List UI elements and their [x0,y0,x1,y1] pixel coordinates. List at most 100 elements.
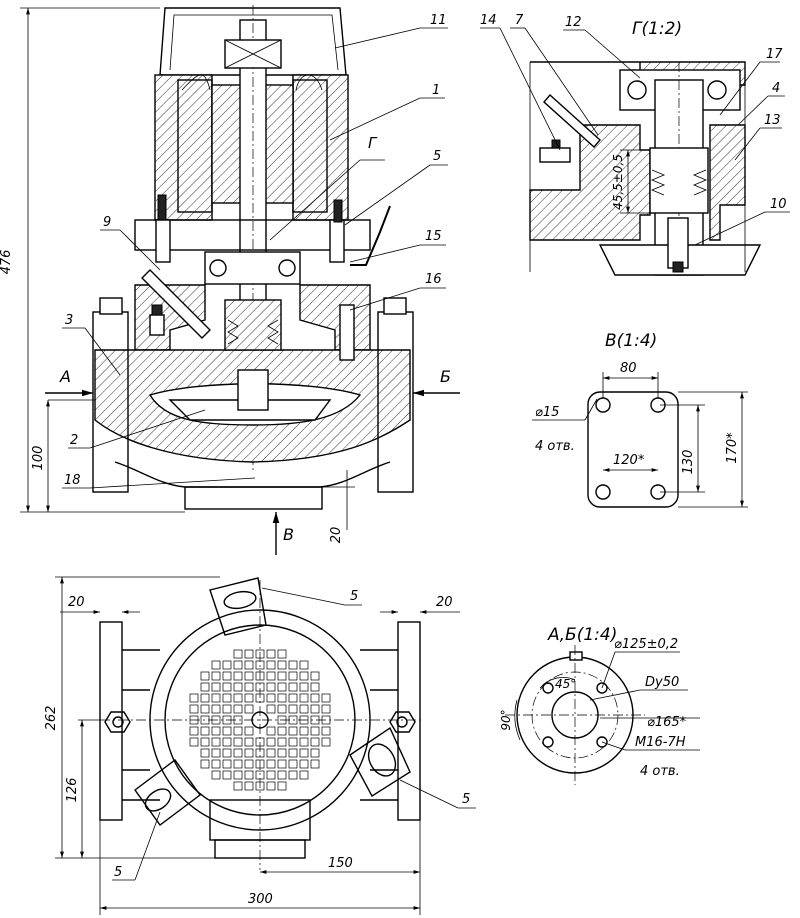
grille-cell [288,770,298,780]
grille-cell [266,682,276,692]
grille-cell [233,748,243,758]
grille-cell [266,770,276,780]
grille-cell [277,748,287,758]
grille-cell [244,693,254,703]
grille-cell [244,704,254,714]
grille-cell [321,726,331,736]
detail-v-title: В(1:4) [605,331,657,351]
callout-12: 12 [565,15,582,30]
grille-cell [288,737,298,747]
section-g-view: Г(1:2) [529,19,762,278]
grille-cell [244,781,254,791]
grille-cell [310,748,320,758]
view-marker-a-label: А [59,367,71,386]
dim-flange-dy: Dy50 [645,675,679,690]
dim-flange-165: ⌀165* [647,715,687,730]
dim-flange-45: 45° [555,677,576,691]
grille-cell [233,649,243,659]
grille-cell [222,737,232,747]
grille-cell [233,693,243,703]
grille-cell [233,770,243,780]
grille-cell [310,693,320,703]
grille-cell [310,737,320,747]
top-view [99,577,421,870]
grille-cell [277,693,287,703]
callout-9: 9 [103,215,111,230]
grille-cell [211,726,221,736]
callout-7: 7 [515,13,524,28]
grille-cell [299,704,309,714]
grille-cell [200,704,210,714]
dim-476-label: 476 [0,250,14,275]
dim-100-label: 100 [31,446,46,471]
grille-cell [244,682,254,692]
grille-cell [277,781,287,791]
grille-cell [233,759,243,769]
grille-cell [222,726,232,736]
grille-cell [244,726,254,736]
dim-20-base-label: 20 [329,527,344,544]
top-dims: 20 20 262 126 150 300 [44,576,460,915]
grille-cell [277,770,287,780]
callout-top-5a: 5 [350,589,358,604]
front-section-view [92,5,414,510]
grille-cell [310,682,320,692]
grille-cell [200,682,210,692]
grille-cell [299,660,309,670]
callout-14: 14 [480,13,497,28]
callout-13: 13 [764,113,781,128]
grille-cell [299,737,309,747]
grille-cell [222,682,232,692]
grille-cell [277,671,287,681]
grille-cell [277,649,287,659]
grille-cell [266,649,276,659]
grille-cell [299,671,309,681]
grille-cell [321,737,331,747]
grille-cell [277,726,287,736]
grille-cell [222,704,232,714]
grille-cell [222,660,232,670]
callout-10: 10 [770,197,787,212]
grille-cell [200,737,210,747]
grille-cell [244,671,254,681]
grille-cell [288,759,298,769]
view-marker-v-label: В [283,525,294,544]
dim-v-dia15: ⌀15 [535,405,559,420]
grille-cell [200,671,210,681]
dim-v-80: 80 [620,361,637,376]
dim-v-170: 170* [725,432,740,464]
view-marker-v: В [272,512,294,555]
grille-cell [310,759,320,769]
grille-cell [266,759,276,769]
grille-cell [277,759,287,769]
callout-15: 15 [425,229,442,244]
grille-cell [310,726,320,736]
grille-cell [288,726,298,736]
grille-cell [222,759,232,769]
dim-top-150: 150 [328,856,353,871]
dim-flange-90: 90° [499,709,513,730]
top-callouts: 5 5 5 [112,587,476,881]
grille-cell [233,781,243,791]
grille-cell [222,770,232,780]
grille-cell [299,759,309,769]
grille-cell [211,704,221,714]
grille-cell [211,660,221,670]
dim-sec-45-label: 45,5±0,5 [611,154,625,210]
grille-cell [200,759,210,769]
grille-cell [244,759,254,769]
dim-top-20-left: 20 [68,595,85,610]
grille-cell [211,671,221,681]
dim-v-130: 130 [681,450,696,475]
view-marker-b: Б [413,367,460,397]
grille-cell [233,726,243,736]
dim-top-300: 300 [248,892,273,907]
grille-cell [189,737,199,747]
grille-cell [244,737,254,747]
grille-cell [266,693,276,703]
callout-2: 2 [70,433,78,448]
flange-ab-view: А,Б(1:4) ⌀125±0,2 45° Dy50 90° ⌀165* M16… [499,625,700,785]
grille-cell [211,770,221,780]
dim-20-base: 20 [322,470,355,543]
